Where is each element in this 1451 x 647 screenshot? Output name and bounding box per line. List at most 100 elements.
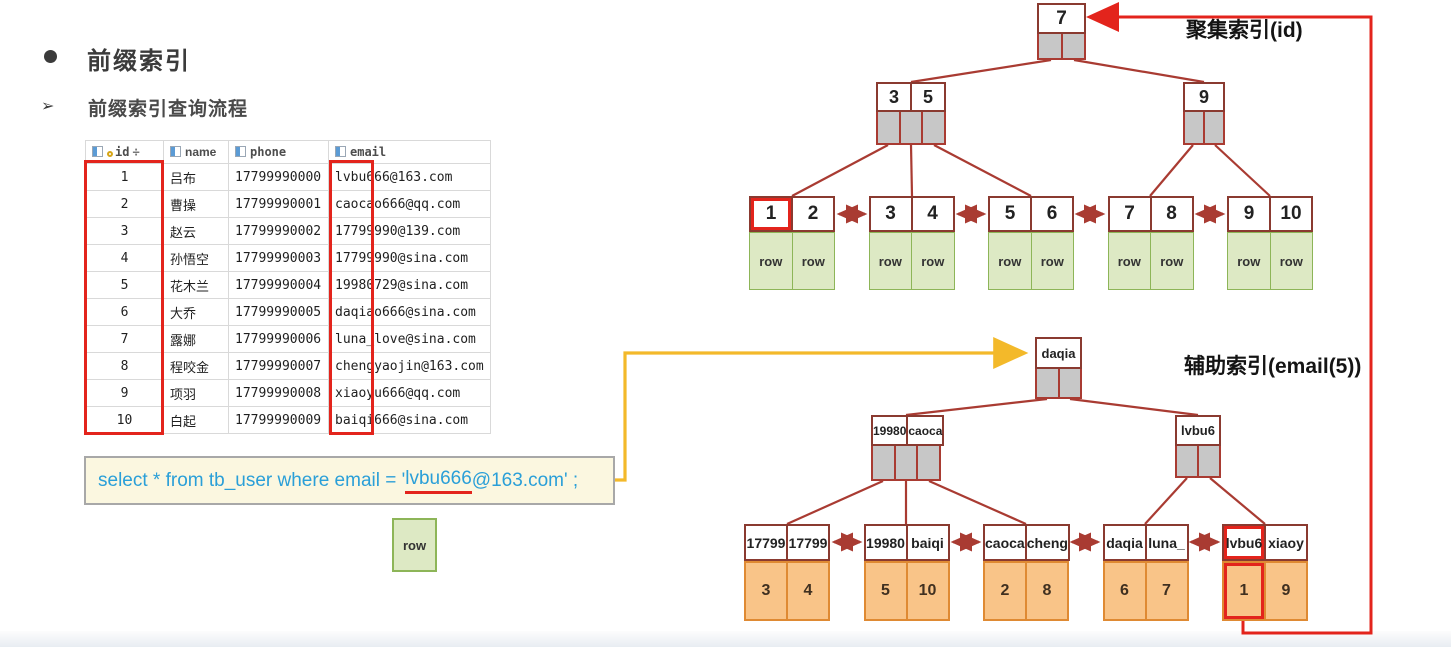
cell-email: daqiao666@sina.com [328, 298, 491, 326]
leaf-key-cell: xiaoy [1266, 524, 1308, 561]
child-pointer-cell [1203, 112, 1223, 143]
column-icon [335, 146, 346, 157]
cell-id: 6 [85, 298, 164, 326]
page-title: 前缀索引 [87, 48, 191, 75]
node-key-cell: daqia [1035, 337, 1082, 369]
cell-email: 17799990@139.com [328, 217, 491, 245]
cell-email: 19980729@sina.com [328, 271, 491, 299]
child-pointer-cell [878, 112, 899, 143]
cell-name: 项羽 [163, 379, 229, 407]
leaf-key-cell: 19980 [863, 524, 908, 561]
column-header-phone: phone [228, 140, 329, 164]
cell-phone: 17799990003 [228, 244, 329, 272]
sort-icon: ÷ [132, 145, 140, 159]
query-to-secondary-arrow [614, 337, 1029, 482]
secondary-root-node: daqia [1035, 337, 1082, 399]
cell-email: xiaoyu666@qq.com [328, 379, 491, 407]
row-data-cell: row [988, 232, 1032, 290]
table-header-row: id÷ name phone email [85, 140, 491, 164]
secondary-tree-edges [786, 397, 1266, 552]
table-body: 1 吕布 17799990000 lvbu666@163.com 2 曹操 17… [85, 163, 491, 434]
leaf-key-cell: lvbu6 [1222, 524, 1266, 561]
cell-name: 程咬金 [163, 352, 229, 380]
cell-phone: 17799990001 [228, 190, 329, 218]
clustered-tree-edges [791, 58, 1271, 224]
key-icon [107, 151, 113, 157]
column-icon [170, 146, 181, 157]
bplus-leaf-node: 3 4 row row [868, 196, 955, 290]
node-key-cell: 7 [1037, 3, 1086, 34]
leaf-key-cell: 6 [1032, 196, 1074, 232]
cell-name: 孙悟空 [163, 244, 229, 272]
cell-email: caocao666@qq.com [328, 190, 491, 218]
row-legend-box: row [392, 518, 437, 572]
leaf-key-cell: 17799 [744, 524, 788, 561]
secondary-internal-right-node: lvbu6 [1175, 415, 1221, 478]
cell-phone: 17799990007 [228, 352, 329, 380]
cell-email: 17799990@sina.com [328, 244, 491, 272]
node-key-cell: 5 [912, 82, 946, 112]
bplus-leaf-node: 5 6 row row [988, 196, 1074, 290]
secondary-internal-left-node: 19980 caoca [871, 415, 945, 481]
clustered-internal-left-node: 3 5 [876, 82, 946, 145]
row-data-cell: row [1151, 232, 1194, 290]
bplus-leaf-node: 1 2 row row [749, 196, 835, 290]
leaf-key-cell: 3 [868, 196, 913, 232]
back-to-clustered-arrow [1086, 1, 1373, 635]
cell-name: 花木兰 [163, 271, 229, 299]
cell-phone: 17799990000 [228, 163, 329, 191]
sql-highlighted-prefix: lvbu666 [405, 468, 472, 494]
leaf-key-cell: 5 [988, 196, 1032, 232]
cell-email: lvbu666@163.com [328, 163, 491, 191]
row-data-cell: row [912, 232, 955, 290]
child-pointer-cell [1185, 112, 1203, 143]
table-row: 9 项羽 17799990008 xiaoyu666@qq.com [85, 379, 491, 407]
cell-name: 曹操 [163, 190, 229, 218]
cell-id: 5 [85, 271, 164, 299]
clustered-root-node: 7 [1037, 3, 1086, 60]
id-value-cell: 7 [1146, 561, 1189, 621]
secondary-index-label: 辅助索引(email(5)) [1184, 355, 1362, 378]
secondary-leaf-row: 17799 17799 3 4 19980 baiqi 5 10 [744, 524, 1308, 621]
child-pointer-cell [873, 446, 894, 479]
cell-id: 4 [85, 244, 164, 272]
leaf-key-cell: 8 [1151, 196, 1194, 232]
leaf-key-cell: cheng [1026, 524, 1070, 561]
cell-name: 赵云 [163, 217, 229, 245]
id-value-cell: 8 [1027, 561, 1069, 621]
column-icon [235, 146, 246, 157]
bullet-icon [44, 50, 57, 63]
cell-email: baiqi666@sina.com [328, 406, 491, 434]
cell-id: 10 [85, 406, 164, 434]
id-value-cell: 4 [788, 561, 830, 621]
cell-name: 白起 [163, 406, 229, 434]
sql-prefix: select * from tb_user where email = ' [98, 469, 406, 491]
child-pointer-cell [893, 446, 917, 479]
table-row: 6 大乔 17799990005 daqiao666@sina.com [85, 298, 491, 326]
leaf-key-cell: 17799 [788, 524, 830, 561]
column-header-name: name [163, 140, 229, 164]
node-key-cell: 19980 [871, 415, 909, 446]
leaf-key-cell: caoca [983, 524, 1027, 561]
cell-email: luna_love@sina.com [328, 325, 491, 353]
child-pointer-cell [1177, 446, 1197, 476]
cell-name: 露娜 [163, 325, 229, 353]
id-value-cell: 2 [983, 561, 1027, 621]
leaf-key-cell: 7 [1107, 196, 1152, 232]
child-pointer-cell [921, 112, 945, 143]
leaf-key-cell: daqia [1102, 524, 1147, 561]
id-value-cell: 9 [1266, 561, 1308, 621]
leaf-key-cell: 9 [1227, 196, 1271, 232]
page-subtitle: 前缀索引查询流程 [88, 99, 249, 120]
table-row: 8 程咬金 17799990007 chengyaojin@163.com [85, 352, 491, 380]
id-value-cell: 6 [1102, 561, 1147, 621]
table-row: 2 曹操 17799990001 caocao666@qq.com [85, 190, 491, 218]
bplus-leaf-node: 17799 17799 3 4 [744, 524, 830, 621]
table-row: 4 孙悟空 17799990003 17799990@sina.com [85, 244, 491, 272]
child-pointer-cell [916, 446, 940, 479]
leaf-key-cell: luna_ [1146, 524, 1189, 561]
bplus-leaf-node: 7 8 row row [1107, 196, 1194, 290]
clustered-index-label: 聚集索引(id) [1186, 19, 1303, 42]
